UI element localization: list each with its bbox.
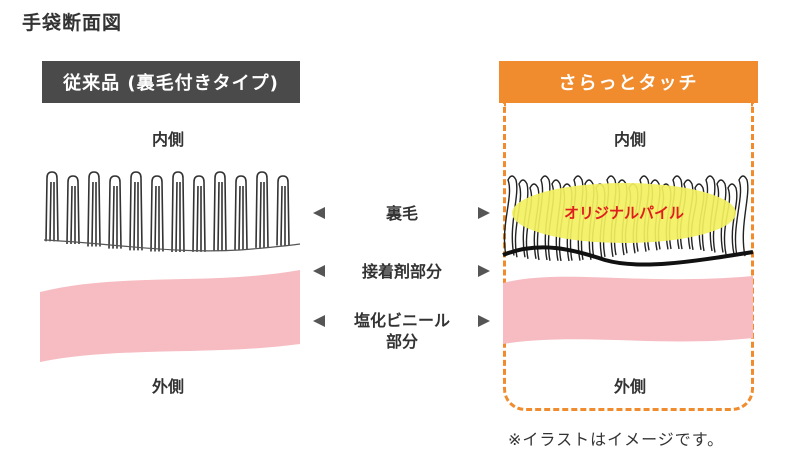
diagram-title: 手袋断面図 [22,12,123,34]
left-pile-fibre [276,175,290,246]
right-inner-label: 内側 [613,130,646,149]
pile-arrow-right [478,207,490,219]
layer-pvc-label-line1: 塩化ビニール [353,311,450,330]
left-pile-fibre [192,175,206,252]
adhesive-arrow-right [478,265,490,277]
left-pile-fibre [87,171,101,247]
left-pile-fibre [255,171,269,248]
original-pile-highlight [512,183,736,243]
conventional-product-header: 従来品 (裏毛付きタイプ) [42,61,300,103]
sarat-touch-header: さらっとタッチ [499,61,758,103]
left-pile-fibre [45,171,59,242]
left-pile-fibres [45,171,290,252]
left-outer-label: 外側 [151,377,184,396]
layer-pvc-label-line2: 部分 [385,332,418,351]
left-pile-fibre [213,171,227,252]
left-pile-fibre [171,171,185,252]
adhesive-arrow-left [313,265,325,277]
left-base-line [43,239,301,252]
right-adhesive-line [502,245,754,267]
left-pile-fibre [66,175,80,245]
left-inner-label: 内側 [151,130,184,149]
left-pile-fibre [108,175,122,249]
pvc-arrow-right [478,315,490,327]
left-pile-fibre [150,175,164,252]
layer-pile-label: 裏毛 [385,204,418,223]
sarat-touch-dashed-frame [503,103,754,411]
layer-adhesive-label: 接着剤部分 [361,262,442,281]
pvc-arrow-left [313,315,325,327]
illustration-note: ※イラストはイメージです。 [508,430,725,449]
left-pile-fibre [129,171,143,251]
left-pile-fibre [234,175,248,250]
left-pvc-layer [40,270,300,362]
pile-arrow-left [313,207,325,219]
right-outer-label: 外側 [613,377,646,396]
right-pile-loop [734,175,749,257]
right-pvc-layer [503,276,753,344]
original-pile-label: オリジナルパイル [564,204,685,222]
